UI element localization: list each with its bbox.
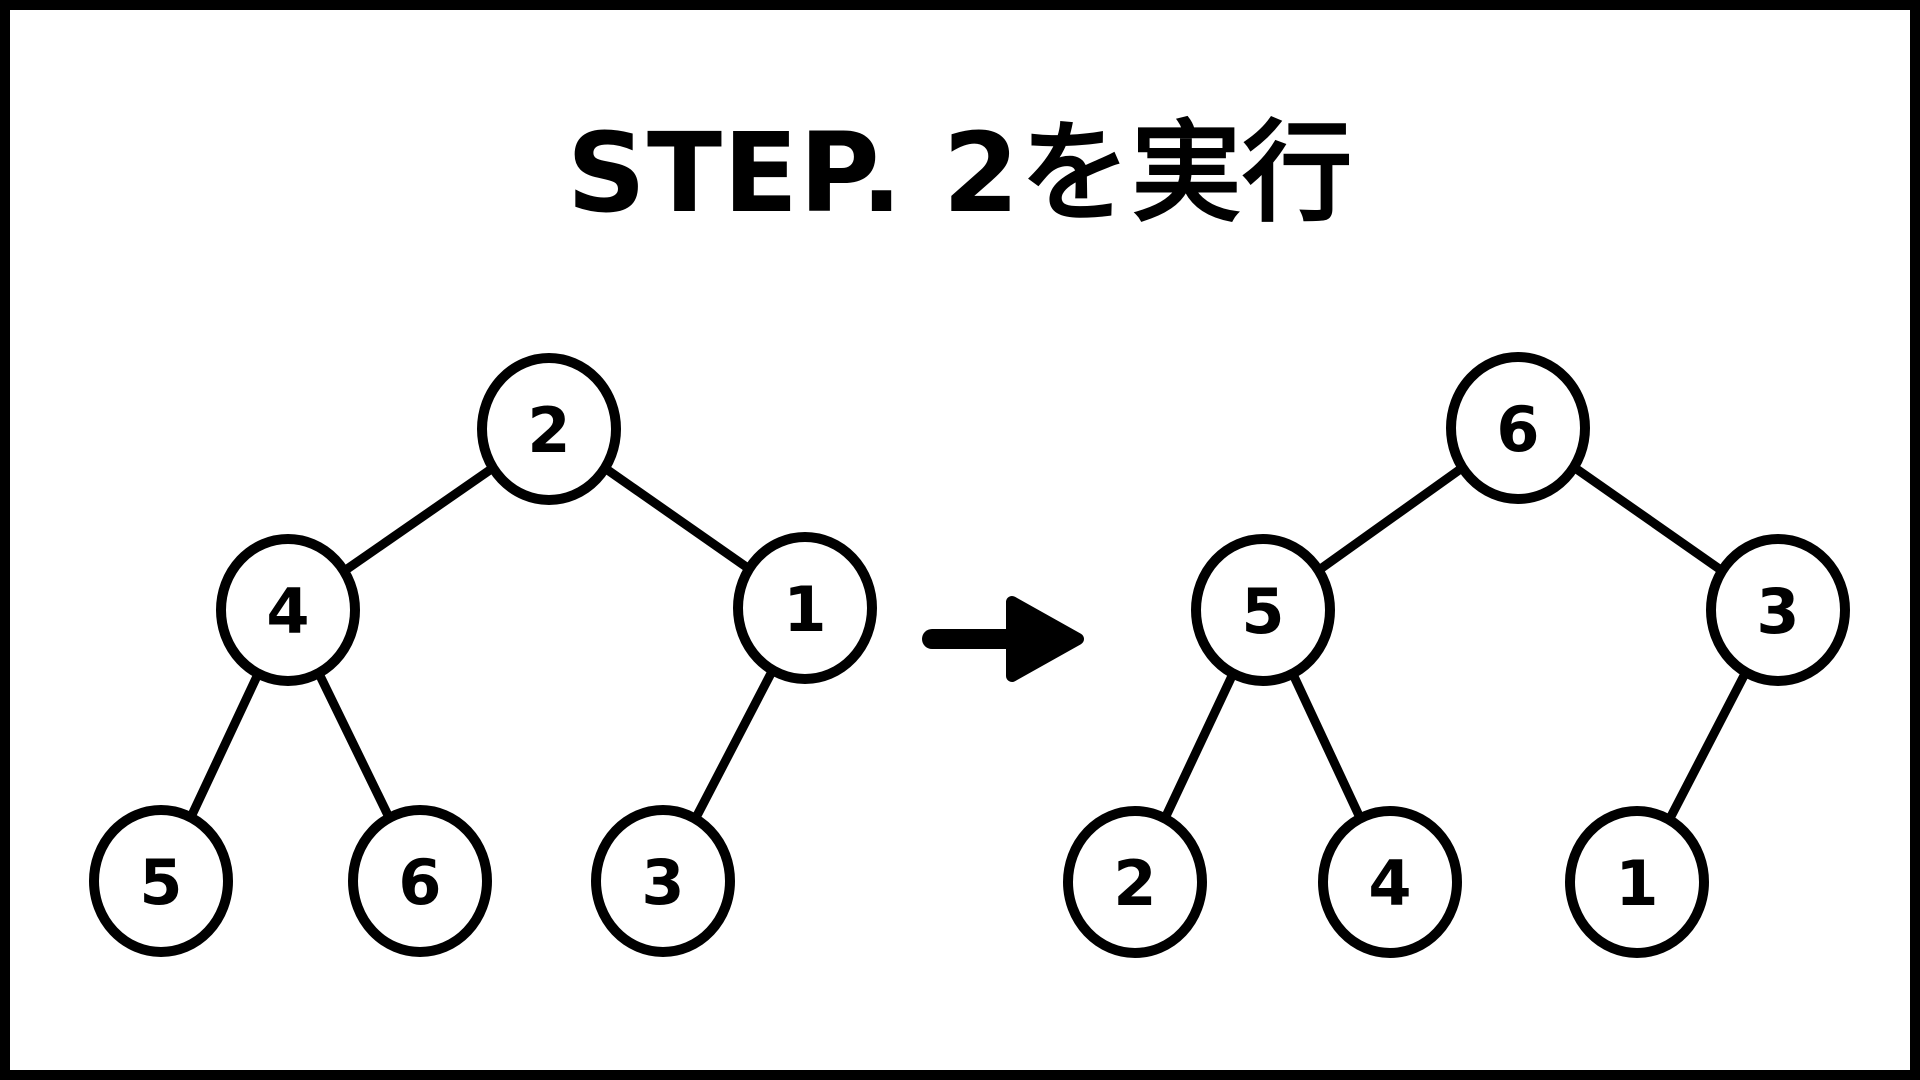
- tree-node-before-4: 4: [216, 534, 360, 686]
- node-value: 2: [1113, 847, 1156, 920]
- tree-node-after-4: 4: [1318, 806, 1462, 958]
- node-value: 6: [1496, 393, 1539, 466]
- node-value: 6: [398, 846, 441, 919]
- page-title: STEP. 2を実行: [566, 109, 1354, 237]
- tree-node-before-6: 6: [348, 805, 492, 957]
- node-circle: [216, 534, 360, 686]
- tree-node-before-5: 5: [89, 805, 233, 957]
- right-arrow-icon: [922, 596, 1084, 682]
- node-value: 5: [139, 846, 182, 919]
- tree-node-after-2: 2: [1063, 806, 1207, 958]
- tree-node-after-3: 3: [1706, 534, 1850, 686]
- tree-node-before-3: 3: [591, 805, 735, 957]
- node-value: 1: [1615, 847, 1658, 920]
- tree-before: 2 4 1 5 6 3: [89, 353, 877, 957]
- node-circle: [1706, 534, 1850, 686]
- tree-node-before-2: 2: [477, 353, 621, 505]
- node-circle: [1063, 806, 1207, 958]
- node-value: 5: [1241, 575, 1284, 648]
- arrow-head: [1006, 596, 1084, 682]
- node-value: 3: [641, 846, 684, 919]
- tree-node-before-1: 1: [733, 532, 877, 684]
- node-circle: [1565, 806, 1709, 958]
- node-circle: [89, 805, 233, 957]
- tree-diagram: 2 4 1 5 6 3 6 5 3 2 4 1: [89, 352, 1850, 958]
- node-circle: [1191, 534, 1335, 686]
- node-circle: [591, 805, 735, 957]
- node-value: 4: [266, 575, 309, 648]
- node-value: 3: [1756, 575, 1799, 648]
- node-circle: [1446, 352, 1590, 504]
- node-value: 1: [783, 573, 826, 646]
- tree-after: 6 5 3 2 4 1: [1063, 352, 1850, 958]
- tree-node-after-1: 1: [1565, 806, 1709, 958]
- node-circle: [733, 532, 877, 684]
- tree-node-after-6: 6: [1446, 352, 1590, 504]
- tree-node-after-5: 5: [1191, 534, 1335, 686]
- node-value: 4: [1368, 847, 1411, 920]
- node-circle: [477, 353, 621, 505]
- node-circle: [348, 805, 492, 957]
- node-value: 2: [527, 394, 570, 467]
- node-circle: [1318, 806, 1462, 958]
